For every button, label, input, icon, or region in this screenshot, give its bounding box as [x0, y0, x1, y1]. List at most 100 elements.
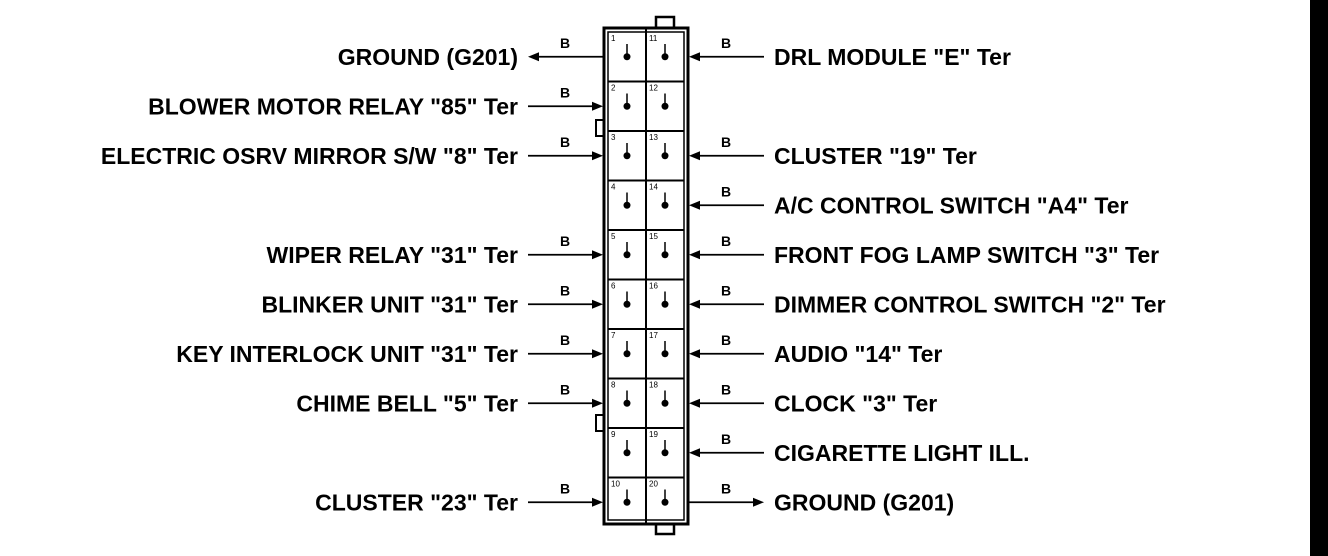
connector-body: [595, 15, 690, 536]
wire-arrow-icon: [689, 52, 700, 62]
wire-arrow-icon: [689, 200, 700, 210]
wire-color-code: B: [721, 134, 731, 150]
page-edge-bar: [1310, 0, 1328, 556]
pin-number: 18: [649, 381, 658, 390]
pin-dot: [623, 102, 631, 110]
pin-dot: [661, 102, 669, 110]
wire-arrow-icon: [592, 497, 603, 507]
terminal-label: ELECTRIC OSRV MIRROR S/W "8" Ter: [101, 143, 518, 169]
wire-labels: B GROUND (G201) B BLOWER MOTOR RELAY "85" T…: [101, 35, 1166, 516]
wire-color-code: B: [721, 381, 731, 397]
pin-number: 17: [649, 331, 658, 340]
pin-dot: [661, 350, 669, 358]
pin-dot: [623, 498, 631, 506]
terminal-label: CLOCK "3" Ter: [774, 390, 937, 416]
pin-number: 7: [611, 331, 616, 340]
pin-number: 19: [649, 430, 658, 439]
wire-color-code: B: [560, 381, 570, 397]
connector-side-key-lower: [595, 414, 605, 432]
terminal-label: GROUND (G201): [774, 489, 954, 515]
pin-dot: [623, 53, 631, 61]
pin-dot: [623, 350, 631, 358]
wire-color-code: B: [721, 480, 731, 496]
pin-number: 16: [649, 282, 658, 291]
wire-color-code: B: [560, 134, 570, 150]
connector-top-tab: [654, 15, 676, 30]
pin-dot: [661, 53, 669, 61]
pin-dot: [623, 201, 631, 209]
terminal-label: CLUSTER "19" Ter: [774, 143, 977, 169]
wire-color-code: B: [560, 282, 570, 298]
wire-arrow-icon: [592, 151, 603, 161]
terminal-label: AUDIO "14" Ter: [774, 341, 942, 367]
terminal-label: DIMMER CONTROL SWITCH "2" Ter: [774, 291, 1166, 317]
wire-arrow-icon: [592, 299, 603, 309]
wire-color-code: B: [560, 480, 570, 496]
pin-number: 3: [611, 133, 616, 142]
terminal-label: CIGARETTE LIGHT ILL.: [774, 440, 1030, 466]
wire-color-code: B: [721, 332, 731, 348]
terminal-label: CLUSTER "23" Ter: [315, 489, 518, 515]
pin-dot: [623, 399, 631, 407]
wire-arrow-icon: [689, 398, 700, 408]
wire-arrow-icon: [592, 349, 603, 359]
pin-number: 6: [611, 282, 616, 291]
pin-dot: [661, 300, 669, 308]
pin-dot: [661, 498, 669, 506]
wire-color-code: B: [560, 35, 570, 51]
pin-number: 14: [649, 183, 658, 192]
connector-side-key-upper: [595, 119, 605, 137]
terminal-label: FRONT FOG LAMP SWITCH "3" Ter: [774, 242, 1159, 268]
pin-number: 10: [611, 480, 620, 489]
wire-color-code: B: [721, 35, 731, 51]
pin-number: 5: [611, 232, 616, 241]
wire-color-code: B: [721, 183, 731, 199]
wire-color-code: B: [560, 233, 570, 249]
pin-dot: [623, 300, 631, 308]
wire-arrow-icon: [689, 250, 700, 260]
wire-arrow-icon: [689, 448, 700, 458]
wire-arrow-icon: [753, 497, 764, 507]
terminal-label: BLOWER MOTOR RELAY "85" Ter: [148, 93, 518, 119]
pin-dot: [623, 449, 631, 457]
pin-number: 8: [611, 381, 616, 390]
terminal-label: KEY INTERLOCK UNIT "31" Ter: [176, 341, 518, 367]
terminal-label: GROUND (G201): [338, 44, 518, 70]
wire-arrow-icon: [528, 52, 539, 62]
pin-number: 2: [611, 84, 616, 93]
pin-dot: [661, 399, 669, 407]
wire-arrow-icon: [689, 151, 700, 161]
wire-arrow-icon: [592, 250, 603, 260]
wire-color-code: B: [721, 282, 731, 298]
terminal-label: A/C CONTROL SWITCH "A4" Ter: [774, 192, 1129, 218]
pin-dot: [623, 251, 631, 259]
connector-bottom-tab: [654, 522, 676, 536]
pin-dot: [661, 201, 669, 209]
pin-number: 20: [649, 480, 658, 489]
pin-dot: [661, 449, 669, 457]
pin-number: 13: [649, 133, 658, 142]
pin-number: 1: [611, 34, 616, 43]
pin-number: 9: [611, 430, 616, 439]
pin-number: 4: [611, 183, 616, 192]
wire-arrow-icon: [592, 398, 603, 408]
terminal-label: CHIME BELL "5" Ter: [296, 390, 518, 416]
wire-color-code: B: [560, 84, 570, 100]
wire-color-code: B: [560, 332, 570, 348]
wire-color-code: B: [721, 233, 731, 249]
wire-arrow-icon: [689, 299, 700, 309]
wire-arrow-icon: [689, 349, 700, 359]
pin-dot: [661, 152, 669, 160]
pin-dot: [623, 152, 631, 160]
pin-number: 15: [649, 232, 658, 241]
pin-number: 12: [649, 84, 658, 93]
terminal-label: BLINKER UNIT "31" Ter: [261, 291, 518, 317]
wire-color-code: B: [721, 431, 731, 447]
pin-number: 11: [649, 34, 658, 43]
terminal-label: WIPER RELAY "31" Ter: [267, 242, 519, 268]
wire-arrow-icon: [592, 101, 603, 111]
pin-dot: [661, 251, 669, 259]
terminal-label: DRL MODULE "E" Ter: [774, 44, 1011, 70]
